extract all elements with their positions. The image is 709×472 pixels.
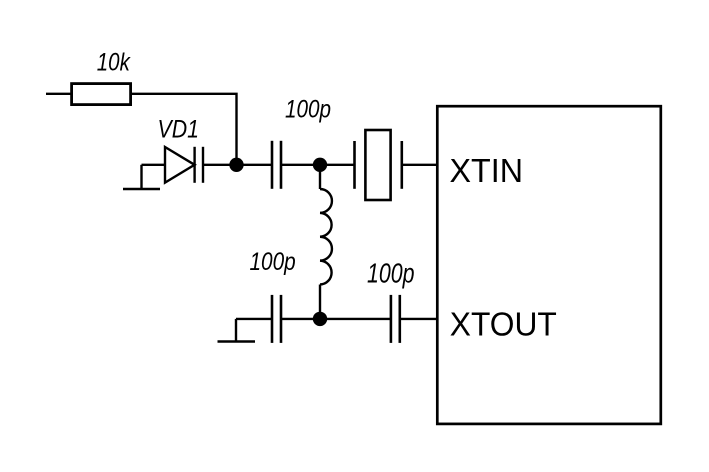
svg-text:10k: 10k [97, 49, 131, 77]
svg-text:XTIN: XTIN [450, 152, 524, 189]
svg-text:100p: 100p [285, 95, 331, 123]
svg-text:100p: 100p [367, 258, 415, 289]
svg-text:XTOUT: XTOUT [450, 307, 557, 344]
svg-text:100p: 100p [250, 248, 296, 276]
svg-text:VD1: VD1 [158, 115, 200, 143]
